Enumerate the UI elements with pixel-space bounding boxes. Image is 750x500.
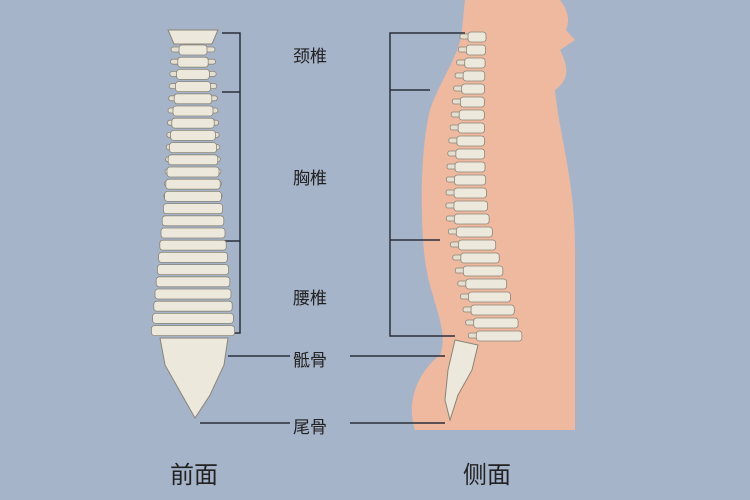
vertebra	[168, 142, 217, 154]
vertebra	[455, 148, 486, 160]
vertebra	[461, 83, 485, 95]
vertebra	[473, 317, 519, 329]
body-silhouette	[411, 0, 575, 430]
label-coccyx: 尾骨	[293, 418, 327, 438]
vertebra	[176, 69, 210, 80]
vertebra	[158, 251, 228, 263]
vertebra	[462, 265, 504, 277]
vertebra	[456, 135, 485, 147]
caption-side: 侧面	[463, 461, 511, 489]
vertebra	[455, 226, 493, 238]
vertebra	[457, 122, 485, 134]
vertebra	[453, 213, 490, 225]
vertebra	[172, 105, 214, 117]
vertebra	[475, 330, 523, 342]
vertebra	[178, 44, 208, 56]
vertebra	[454, 174, 487, 186]
vertebra	[174, 81, 211, 92]
label-sacrum: 骶骨	[293, 351, 327, 371]
vertebra	[154, 288, 232, 300]
side-spine	[445, 31, 523, 342]
vertebra	[167, 154, 219, 166]
vertebra	[160, 227, 226, 239]
vertebra	[165, 178, 221, 190]
vertebra	[460, 252, 500, 264]
label-thoracic: 胸椎	[293, 169, 327, 189]
vertebra	[155, 276, 231, 288]
vertebra	[177, 56, 209, 68]
vertebra	[152, 312, 234, 324]
vertebra	[170, 129, 216, 141]
vertebra	[467, 31, 487, 43]
vertebra	[453, 200, 488, 212]
atlas-vertebra	[167, 29, 219, 45]
vertebra	[465, 44, 486, 56]
vertebra	[156, 264, 229, 276]
front-sacrum	[159, 337, 229, 419]
front-spine	[150, 29, 235, 337]
vertebra	[464, 57, 486, 69]
vertebra	[462, 70, 486, 82]
vertebra	[171, 117, 215, 129]
vertebra	[164, 190, 222, 202]
label-lumbar: 腰椎	[293, 289, 327, 309]
vertebra	[159, 239, 227, 251]
vertebra	[459, 96, 485, 108]
label-cervical: 颈椎	[293, 47, 327, 67]
vertebra	[162, 203, 223, 215]
vertebra	[453, 187, 487, 199]
vertebra	[468, 291, 511, 303]
vertebra	[458, 239, 497, 251]
vertebra	[173, 93, 213, 105]
vertebra	[454, 161, 486, 173]
caption-front: 前面	[170, 461, 218, 489]
vertebra	[458, 109, 485, 121]
vertebra	[161, 215, 225, 227]
vertebra	[166, 166, 220, 178]
vertebra	[465, 278, 508, 290]
side-sacrum	[444, 339, 479, 422]
vertebra	[150, 325, 235, 337]
vertebra	[470, 304, 515, 316]
vertebra	[153, 300, 233, 312]
